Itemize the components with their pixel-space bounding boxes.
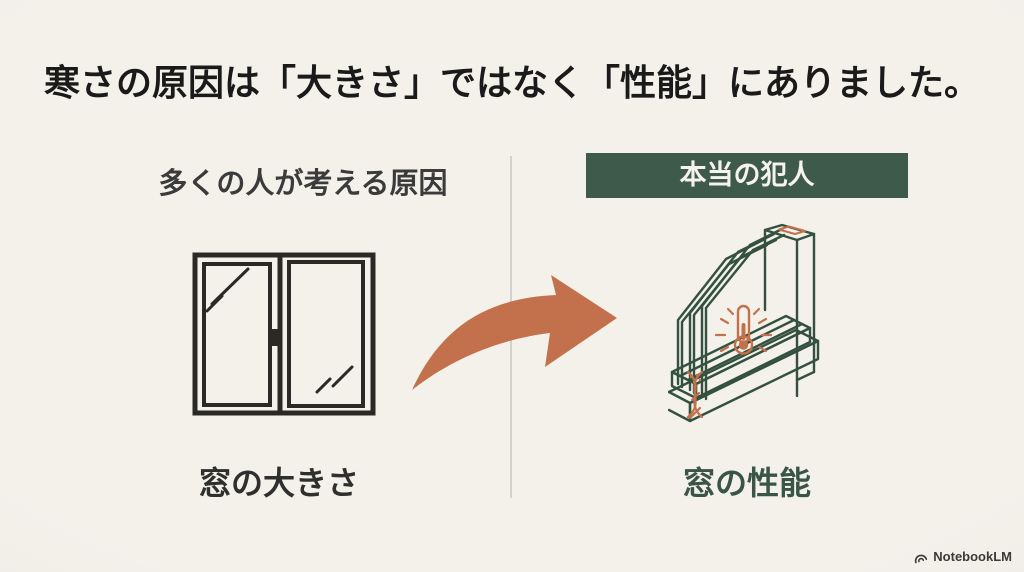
window-handle — [272, 329, 279, 346]
curved-arrow-icon — [412, 275, 617, 390]
high-performance-window-icon — [668, 223, 820, 423]
left-caption: 窓の大きさ — [198, 465, 359, 501]
right-frame-post — [763, 223, 816, 398]
real-culprit-badge: 本当の犯人 — [586, 153, 908, 198]
notebooklm-watermark: NotebookLM — [913, 549, 1012, 564]
glass-shine-lines — [205, 267, 354, 394]
window-left-sash — [202, 262, 272, 407]
notebooklm-logo-icon — [915, 554, 928, 563]
common-belief-heading: 多くの人が考える原因 — [158, 168, 448, 200]
sliding-window-icon — [192, 252, 376, 416]
thermometer-icon — [714, 304, 773, 355]
slide-title: 寒さの原因は「大きさ」ではなく「性能」にありました。 — [43, 62, 980, 103]
right-caption: 窓の性能 — [682, 465, 811, 501]
glass-panes — [676, 227, 786, 401]
window-right-sash — [287, 260, 365, 408]
window-frame — [192, 252, 376, 416]
thermal-break-top-marker — [778, 225, 806, 235]
insulation-material — [686, 370, 704, 420]
heat-rays — [714, 307, 773, 353]
notebooklm-brand-text: NotebookLM — [933, 549, 1012, 564]
